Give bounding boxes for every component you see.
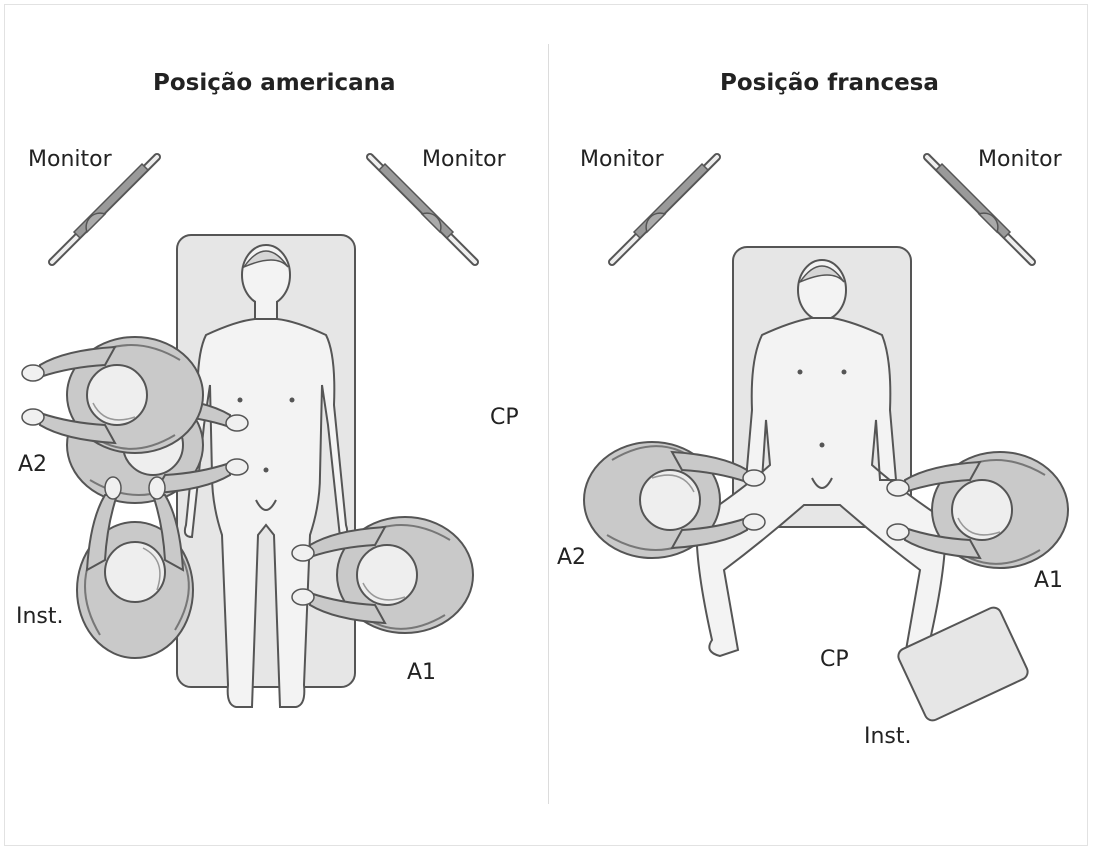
surgeon-label: CP <box>490 405 519 430</box>
monitor-right-icon <box>927 157 1032 262</box>
monitor-left-icon <box>612 157 717 262</box>
monitor-left-icon <box>52 157 157 262</box>
instrumentist-figure <box>77 477 193 658</box>
assistant-1-label: A1 <box>407 660 436 685</box>
surgeon-figure <box>22 337 203 453</box>
monitor-label: Monitor <box>978 147 1062 172</box>
assistant-2-label: A2 <box>18 452 47 477</box>
panel-title-american: Posição americana <box>153 70 396 96</box>
assistant-1-label: A1 <box>1034 568 1063 593</box>
surgeon-label: CP <box>820 647 849 672</box>
monitor-label: Monitor <box>580 147 664 172</box>
instrumentist-label: Inst. <box>864 724 912 749</box>
panel-title-french: Posição francesa <box>720 70 939 96</box>
monitor-right-icon <box>370 157 475 262</box>
monitor-label: Monitor <box>422 147 506 172</box>
assistant-2-label: A2 <box>557 545 586 570</box>
instrumentist-label: Inst. <box>16 604 64 629</box>
monitor-label: Monitor <box>28 147 112 172</box>
